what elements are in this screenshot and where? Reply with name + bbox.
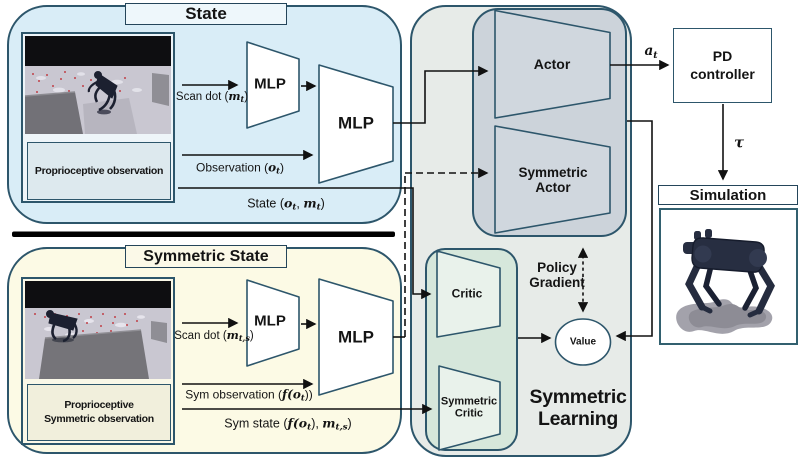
action-symbol-label: at xyxy=(644,42,658,61)
symmetric-state-title: Symmetric State xyxy=(143,247,269,265)
state-observation-container: Proprioceptive observation xyxy=(21,32,175,203)
section-divider xyxy=(12,231,395,237)
actor-group-box xyxy=(472,8,627,237)
quadruped-robot-image xyxy=(676,229,775,334)
pd-controller-box: PD controller xyxy=(673,28,772,103)
proprioceptive-symmetric-observation-box: Proprioceptive Symmetric observation xyxy=(27,384,171,441)
symmetric-terrain-scene-image xyxy=(25,281,171,379)
simulation-title: Simulation xyxy=(689,186,767,204)
terrain-scene-image xyxy=(25,36,171,134)
policy-gradient-label: Policy Gradient xyxy=(529,259,585,290)
symmetric-critic-label: Symmetric Critic xyxy=(440,395,498,420)
sym-observation-label: Sym observation (f(ot)) xyxy=(185,387,313,403)
pd-controller-label: PD controller xyxy=(690,48,755,82)
robot-silhouette xyxy=(46,310,78,343)
mlp-label-4: MLP xyxy=(338,327,374,347)
symmetric-learning-label: Symmetric Learning xyxy=(529,386,627,430)
mlp-label-3: MLP xyxy=(254,312,286,330)
scan-dot-label: Scan dot (mt) xyxy=(175,89,249,105)
proprioceptive-observation-box: Proprioceptive observation xyxy=(27,142,171,200)
mlp-label-1: MLP xyxy=(254,75,286,93)
state-title: State xyxy=(185,4,227,23)
sym-state-label: Sym state (f(ot), mt,s) xyxy=(224,415,352,434)
state-label: State (ot, mt) xyxy=(247,195,325,214)
torque-symbol-label: τ xyxy=(733,133,745,152)
symmetric-state-title-box: Symmetric State xyxy=(125,245,287,268)
symmetric-actor-label: Symmetric Actor xyxy=(518,164,588,195)
critic-group-box xyxy=(425,248,518,451)
simulation-title-box: Simulation xyxy=(658,185,798,205)
symmetric-observation-container: Proprioceptive Symmetric observation xyxy=(21,277,175,445)
proprioceptive-symmetric-observation-label: Proprioceptive Symmetric observation xyxy=(44,398,154,425)
actor-label: Actor xyxy=(533,56,571,73)
sym-scan-dot-label: Scan dot (mt,s) xyxy=(174,328,254,344)
mlp-label-2: MLP xyxy=(338,113,374,133)
simulation-image-box xyxy=(659,208,798,345)
observation-label: Observation (ot) xyxy=(196,160,284,176)
value-label: Value xyxy=(569,336,597,348)
state-title-box: State xyxy=(125,3,287,25)
proprioceptive-observation-label: Proprioceptive observation xyxy=(34,165,164,177)
critic-label: Critic xyxy=(451,286,483,301)
robot-silhouette xyxy=(87,71,118,115)
